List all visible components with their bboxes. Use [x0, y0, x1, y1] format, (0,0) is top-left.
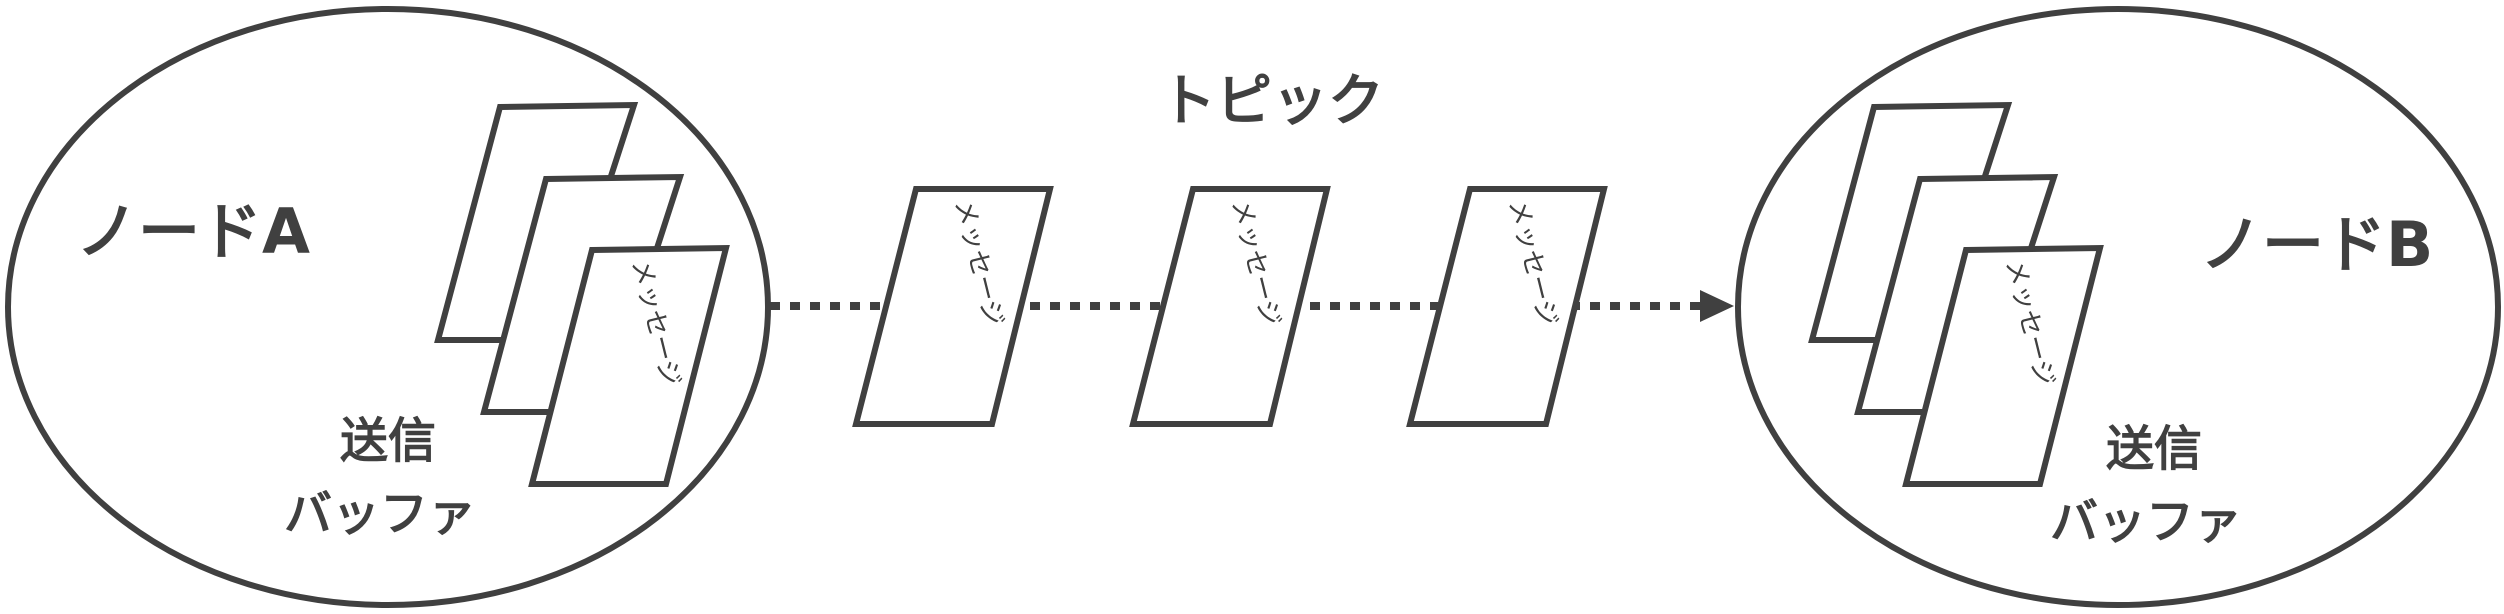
transit-message-card [852, 186, 1054, 427]
node-b-buffer-label-line2: バッファ [2050, 494, 2242, 550]
node-a-buffer-stack: メッセージ [434, 101, 730, 487]
node-a-label: ノードA [76, 195, 310, 268]
node-b-buffer-label-line1: 送信 [2106, 421, 2202, 477]
node-a-ellipse [5, 6, 771, 608]
transit-message-1: メッセージ [852, 186, 1054, 427]
node-b-buffer-stack: メッセージ [1808, 101, 2104, 487]
transit-message-card [1129, 186, 1331, 427]
topic-label: トピック [1160, 69, 1384, 134]
node-a-buffer-card-front [528, 244, 730, 487]
transit-message-3: メッセージ [1406, 186, 1608, 427]
node-b-label: ノードB [2200, 208, 2433, 281]
transit-message-2: メッセージ [1129, 186, 1331, 427]
node-b-ellipse [1735, 6, 2501, 608]
transit-message-card [1406, 186, 1608, 427]
node-a-buffer-label-line1: 送信 [340, 413, 436, 469]
node-b-buffer-card-front [1902, 244, 2104, 487]
node-a-buffer-label-line2: バッファ [284, 486, 476, 542]
topic-arrowhead [1700, 290, 1734, 322]
